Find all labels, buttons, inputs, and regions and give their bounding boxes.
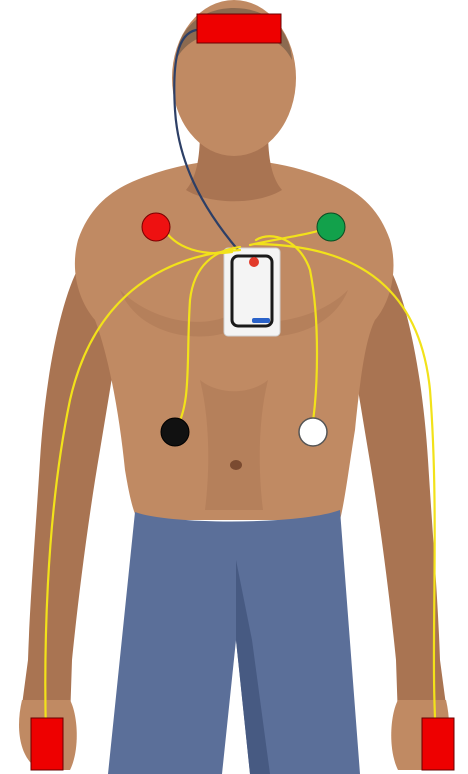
electrode-right-lower-chest bbox=[161, 418, 189, 446]
recorder-accent bbox=[252, 318, 270, 323]
navel bbox=[230, 460, 242, 470]
human-figure bbox=[19, 0, 449, 774]
electrode-head bbox=[197, 14, 281, 43]
electrode-left-shoulder bbox=[317, 213, 345, 241]
electrode-right-shoulder bbox=[142, 213, 170, 241]
recorder-badge bbox=[249, 257, 259, 267]
abdomen-shading bbox=[200, 380, 268, 510]
electrode-left-lower-chest bbox=[299, 418, 327, 446]
holter-recorder bbox=[224, 248, 280, 336]
electrode-right-wrist bbox=[31, 718, 63, 770]
electrode-left-wrist bbox=[422, 718, 454, 770]
shorts bbox=[108, 510, 360, 774]
